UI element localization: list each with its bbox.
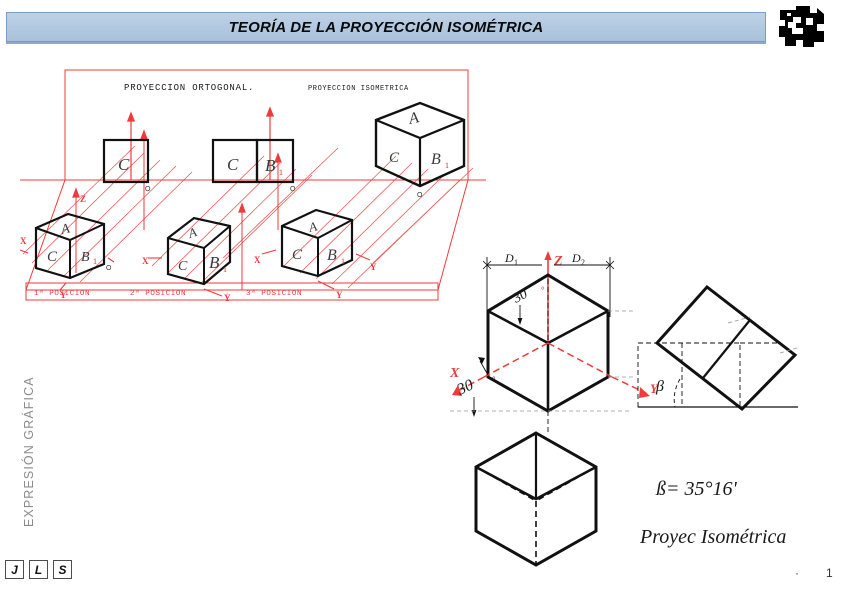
svg-text:O: O bbox=[290, 186, 296, 193]
svg-text:°: ° bbox=[541, 285, 545, 295]
page-title: TEORÍA DE LA PROYECCIÓN ISOMÉTRICA bbox=[228, 18, 544, 36]
y-axis: Y bbox=[611, 376, 659, 398]
svg-text:C: C bbox=[389, 150, 400, 166]
svg-text:C: C bbox=[227, 155, 239, 174]
svg-text:X: X bbox=[254, 255, 261, 265]
svg-text:A: A bbox=[406, 109, 420, 128]
x-axis-label: X bbox=[449, 366, 460, 381]
svg-text:C: C bbox=[47, 249, 58, 265]
position-label-3: 3ª POSICION bbox=[246, 289, 302, 298]
svg-text:X: X bbox=[20, 236, 27, 246]
svg-text:C: C bbox=[118, 155, 130, 174]
institution-logo bbox=[776, 4, 826, 48]
dimension-label-d1: D bbox=[504, 251, 514, 265]
svg-text:B: B bbox=[81, 250, 90, 265]
svg-text:B: B bbox=[209, 253, 220, 272]
initial-box-s: S bbox=[53, 560, 72, 579]
svg-text:O: O bbox=[145, 186, 151, 193]
heading-isometric: PROYECCION ISOMETRICA bbox=[308, 85, 409, 93]
page-number: 1 bbox=[826, 566, 833, 580]
svg-text:Y: Y bbox=[60, 290, 67, 300]
svg-text:A: A bbox=[306, 218, 318, 235]
svg-text:B: B bbox=[327, 247, 337, 264]
y-axis-label: Y bbox=[650, 381, 659, 396]
isometric-caption: Proyec Isométrica bbox=[639, 526, 786, 548]
vertical-section-label: EXPRESIÓN GRÁFICA bbox=[22, 376, 36, 527]
svg-text:C: C bbox=[178, 259, 188, 274]
x-axis: X bbox=[449, 366, 485, 396]
svg-text:1: 1 bbox=[445, 161, 449, 170]
svg-text:1: 1 bbox=[341, 257, 345, 266]
position-label-2: 2ª POSICION bbox=[130, 289, 186, 298]
left-figure: PROYECCION ORTOGONAL. PROYECCION ISOMETR… bbox=[18, 58, 488, 308]
heading-orthogonal: PROYECCION ORTOGONAL. bbox=[124, 83, 254, 93]
isometric-cube-large: A C B 1 O bbox=[374, 101, 466, 199]
auxiliary-rotated-view: β bbox=[637, 284, 801, 412]
z-axis-label: Z bbox=[553, 254, 563, 269]
slide-title-bar: TEORÍA DE LA PROYECCIÓN ISOMÉTRICA bbox=[6, 12, 766, 42]
angle-30-left: 30 bbox=[454, 376, 477, 399]
svg-text:O: O bbox=[417, 192, 423, 199]
cube-position-1: A C B 1 O Y X Z bbox=[19, 194, 115, 300]
flat-view-single: C O bbox=[102, 138, 151, 193]
svg-text:1: 1 bbox=[223, 265, 227, 274]
svg-text:Z: Z bbox=[80, 194, 86, 204]
beta-equation: ß= 35°16' bbox=[655, 478, 737, 500]
svg-text:B: B bbox=[265, 156, 276, 175]
svg-text:O: O bbox=[106, 265, 112, 272]
svg-text:X: X bbox=[142, 256, 149, 266]
svg-text:C: C bbox=[292, 247, 303, 263]
svg-text:Y: Y bbox=[370, 262, 377, 272]
beta-angle-label: β bbox=[655, 378, 664, 395]
footer-dot: · bbox=[795, 566, 799, 580]
svg-text:1: 1 bbox=[93, 257, 97, 266]
position-label-1: 1ª POSICION bbox=[34, 289, 90, 298]
cube-position-3: A C B 1 X Y Y bbox=[254, 208, 377, 300]
flat-view-double: C B 1 O bbox=[211, 138, 296, 193]
author-initials: J L S bbox=[5, 560, 72, 579]
svg-text:2: 2 bbox=[581, 258, 585, 267]
dimension-label-d2: D bbox=[571, 251, 581, 265]
right-figure: Z D 1 D 2 bbox=[449, 195, 848, 575]
svg-text:1: 1 bbox=[279, 168, 283, 177]
initial-box-l: L bbox=[29, 560, 48, 579]
svg-text:°: ° bbox=[492, 375, 496, 385]
initial-box-j: J bbox=[5, 560, 24, 579]
svg-text:1: 1 bbox=[514, 258, 518, 267]
isometric-cube-hidden-lines bbox=[474, 431, 598, 567]
svg-text:A: A bbox=[185, 224, 198, 241]
svg-text:Y: Y bbox=[336, 290, 343, 300]
svg-text:A: A bbox=[59, 221, 72, 238]
svg-text:Y: Y bbox=[224, 293, 231, 303]
angle-30-top: 30 bbox=[510, 287, 530, 307]
svg-text:·: · bbox=[226, 288, 229, 297]
svg-text:B: B bbox=[431, 151, 441, 168]
dimension-lines bbox=[482, 257, 615, 317]
